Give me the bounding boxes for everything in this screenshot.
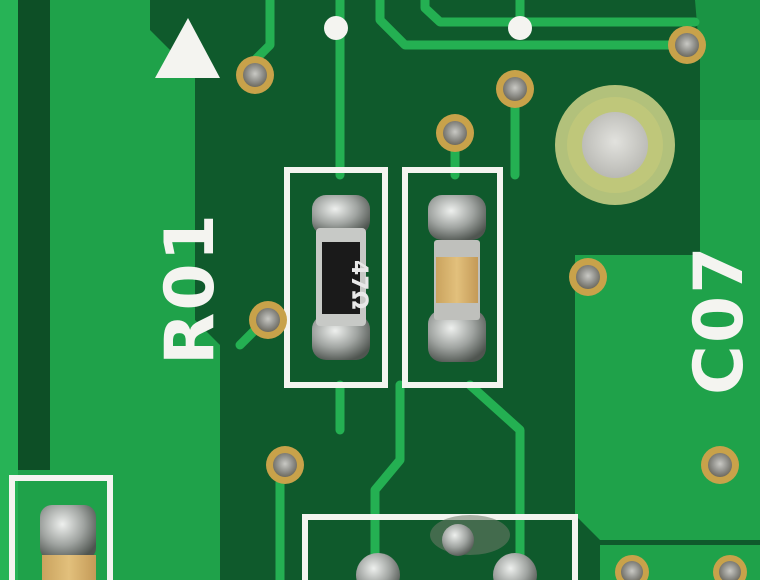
capacitor-outline [402,167,503,388]
via [236,56,274,94]
via [266,446,304,484]
copper-traces [235,0,700,580]
left-dark-channel [18,0,50,470]
silkscreen-outlines [9,167,578,580]
capacitor-bottom-pad-solder [428,310,486,362]
left-copper-pour [0,0,220,580]
designator-c07: C07 [680,244,759,395]
partial-smd-component [40,505,96,580]
via [436,114,474,152]
resistor-value-code: 47Ω [346,260,371,310]
top-right-copper-pour [695,0,760,120]
capacitor-top-pad-solder [428,195,486,240]
designator-r01: R01 [151,212,230,365]
via [496,70,534,108]
vias [236,26,747,580]
smd-capacitor [428,195,486,362]
bottom-component-outline [302,514,578,580]
resistor-outline [284,167,388,388]
left-edge-strip [0,0,18,580]
via [615,555,649,580]
right-copper-pour [575,120,760,540]
smd-resistor [312,195,370,360]
through-hole-solder-joints [356,515,537,580]
via [668,26,706,64]
via [713,555,747,580]
silk-dot [324,16,348,40]
pin1-triangle-marker [155,18,220,78]
resistor-top-pad-solder [312,195,370,235]
resistor-body-top [322,242,360,314]
via [569,258,607,296]
resistor-bottom-pad-solder [312,315,370,360]
via [249,301,287,339]
via [701,446,739,484]
capacitor-ceramic [436,257,478,303]
bottom-left-outline [9,475,113,580]
silk-dot [508,16,532,40]
mounting-hole [555,85,675,205]
